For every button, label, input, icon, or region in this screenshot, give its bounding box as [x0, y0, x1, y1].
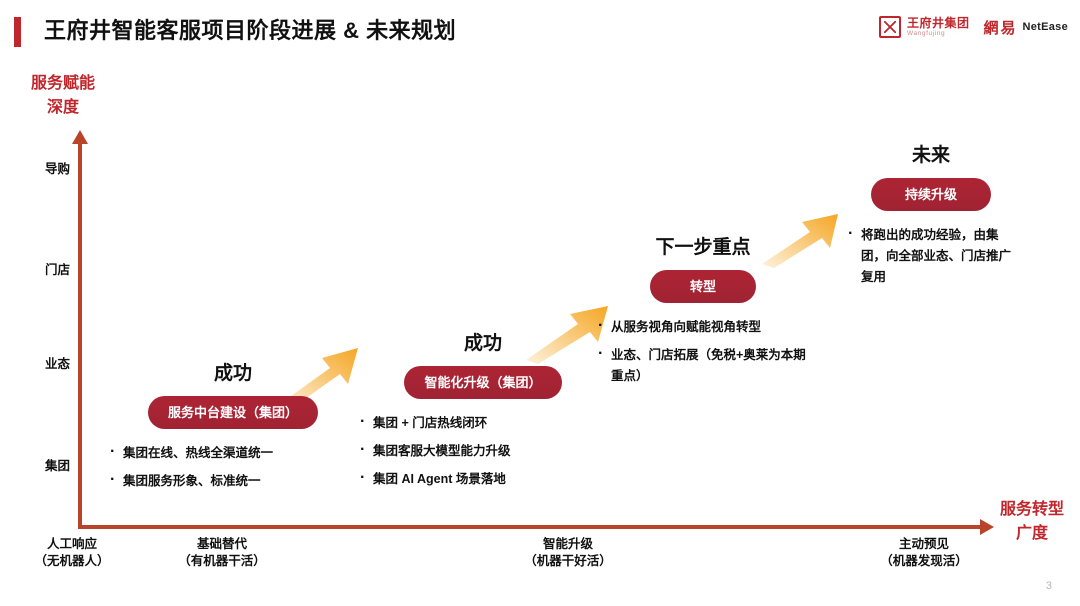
progress-arrow-1-icon — [280, 348, 358, 408]
stage-1-bullets: 集团在线、热线全渠道统一 集团服务形象、标准统一 — [108, 441, 358, 492]
stage-4: 未来 持续升级 将跑出的成功经验，由集团，向全部业态、门店推广复用 — [846, 140, 1016, 295]
y-axis-title-line1: 服务赋能 — [30, 75, 95, 92]
x-tick-3-label: 主动预见 — [898, 537, 949, 551]
stage-3: 下一步重点 转型 从服务视角向赋能视角转型 业态、门店拓展（免税+奥莱为本期重点… — [596, 232, 810, 394]
x-tick-0: 人工响应 （无机器人） — [0, 536, 162, 570]
x-tick-3: 主动预见 （机器发现活） — [834, 536, 1014, 570]
stage-2-bullet-1: 集团客服大模型能力升级 — [358, 439, 608, 462]
y-tick-0: 导购 — [44, 162, 70, 176]
y-axis-title: 服务赋能 深度 — [8, 72, 118, 120]
page-title: 王府井智能客服项目阶段进展 & 未来规划 — [44, 18, 457, 43]
stage-1-bullet-0: 集团在线、热线全渠道统一 — [108, 441, 358, 464]
stage-4-bullets: 将跑出的成功经验，由集团，向全部业态、门店推广复用 — [846, 223, 1016, 288]
x-tick-1: 基础替代 （有机器干活） — [132, 536, 312, 570]
netease-logo: 網易 NetEase — [983, 17, 1068, 38]
x-tick-2-sub: （机器干好活） — [524, 554, 612, 568]
x-axis-title: 服务转型 广度 — [986, 498, 1078, 546]
wangfujing-logo-cn: 王府井集团 — [906, 15, 970, 30]
stage-2-bullets: 集团 + 门店热线闭环 集团客服大模型能力升级 集团 AI Agent 场景落地 — [358, 411, 608, 490]
stage-1-heading: 成功 — [213, 363, 252, 384]
stage-3-bullets: 从服务视角向赋能视角转型 业态、门店拓展（免税+奥莱为本期重点） — [596, 315, 810, 387]
x-axis-line — [78, 525, 984, 529]
progress-arrow-3-icon — [762, 214, 838, 268]
stage-4-bullet-0: 将跑出的成功经验，由集团，向全部业态、门店推广复用 — [846, 223, 1016, 288]
x-axis-title-line1: 服务转型 — [999, 501, 1064, 518]
progress-arrow-2-icon — [526, 306, 608, 364]
x-tick-0-label: 人工响应 — [46, 537, 97, 551]
stage-3-heading: 下一步重点 — [655, 237, 751, 258]
y-tick-2: 业态 — [44, 357, 70, 371]
y-tick-1: 门店 — [44, 263, 70, 277]
wangfujing-logo-text: 王府井集团 Wangfujing — [907, 17, 970, 38]
netease-logo-en: NetEase — [1022, 21, 1068, 33]
wangfujing-logo: 王府井集团 Wangfujing — [878, 16, 970, 38]
page-number: 3 — [1045, 580, 1052, 592]
stage-4-pill-wrap: 持续升级 — [846, 178, 1016, 211]
title-accent-bar — [14, 17, 21, 47]
y-axis-title-line2: 深度 — [46, 99, 79, 116]
stage-3-bullet-0: 从服务视角向赋能视角转型 — [596, 315, 810, 338]
x-tick-1-label: 基础替代 — [196, 537, 247, 551]
x-axis-arrowhead-icon — [980, 519, 994, 535]
stage-1-pill-wrap: 服务中台建设（集团） — [108, 396, 358, 429]
x-axis-title-line2: 广度 — [1015, 525, 1048, 542]
x-tick-2: 智能升级 （机器干好活） — [478, 536, 658, 570]
logo-group: 王府井集团 Wangfujing 網易 NetEase — [878, 16, 1068, 38]
x-tick-1-sub: （有机器干活） — [178, 554, 266, 568]
stage-1-pill[interactable]: 服务中台建设（集团） — [147, 396, 318, 429]
x-tick-2-label: 智能升级 — [542, 537, 593, 551]
header: 王府井智能客服项目阶段进展 & 未来规划 — [0, 14, 1080, 54]
stage-3-pill[interactable]: 转型 — [649, 270, 756, 303]
x-tick-0-sub: （无机器人） — [34, 554, 110, 568]
wangfujing-mark-icon — [878, 16, 901, 38]
stage-2-pill-wrap: 智能化升级（集团） — [358, 366, 608, 399]
stage-4-pill[interactable]: 持续升级 — [870, 178, 991, 211]
y-axis-arrowhead-icon — [72, 130, 88, 144]
wangfujing-logo-en: Wangfujing — [906, 29, 946, 37]
y-tick-3: 集团 — [44, 459, 70, 473]
stage-2: 成功 智能化升级（集团） 集团 + 门店热线闭环 集团客服大模型能力升级 集团 … — [358, 328, 608, 497]
stage-2-bullet-2: 集团 AI Agent 场景落地 — [358, 467, 608, 490]
stage-2-pill[interactable]: 智能化升级（集团） — [404, 366, 562, 399]
stage-4-heading: 未来 — [911, 145, 950, 166]
stage-2-bullet-0: 集团 + 门店热线闭环 — [358, 411, 608, 434]
stage-1-bullet-1: 集团服务形象、标准统一 — [108, 469, 358, 492]
x-tick-3-sub: （机器发现活） — [880, 554, 968, 568]
stage-2-heading: 成功 — [463, 333, 502, 354]
y-axis-line — [78, 142, 82, 529]
stage-1: 成功 服务中台建设（集团） 集团在线、热线全渠道统一 集团服务形象、标准统一 — [108, 358, 358, 499]
stage-3-bullet-1: 业态、门店拓展（免税+奥莱为本期重点） — [596, 343, 810, 387]
stage-3-pill-wrap: 转型 — [596, 270, 810, 303]
netease-logo-cn: 網易 — [983, 19, 1018, 37]
